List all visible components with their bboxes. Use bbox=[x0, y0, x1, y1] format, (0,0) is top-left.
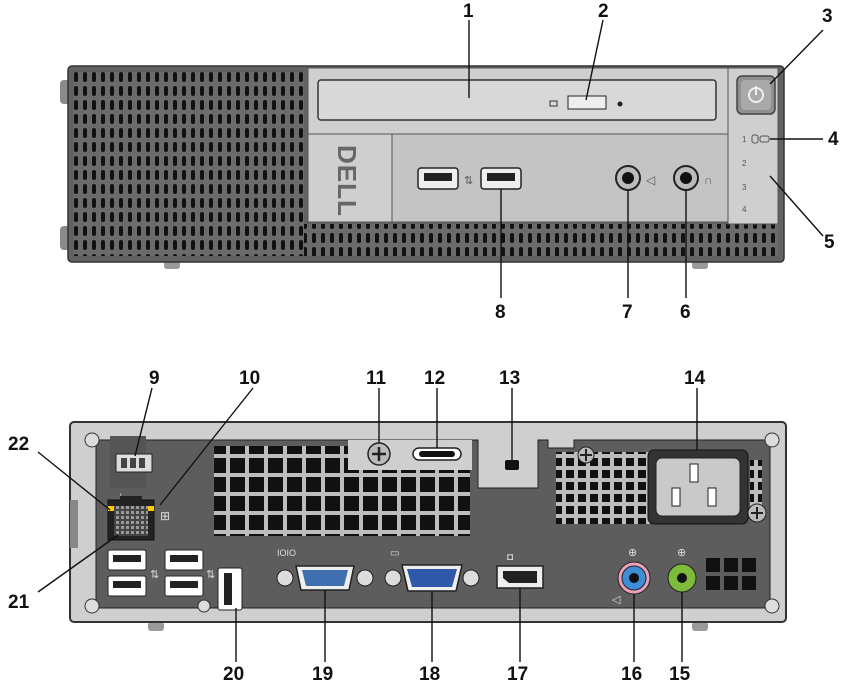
power-button[interactable] bbox=[736, 75, 776, 115]
line-out-connector[interactable] bbox=[667, 563, 697, 593]
callout-17: 17 bbox=[507, 664, 528, 685]
vga-icon: ▭ bbox=[390, 548, 399, 559]
vent-screw bbox=[577, 446, 595, 464]
line-in-microphone-connector[interactable] bbox=[617, 561, 651, 595]
network-activity-light bbox=[148, 506, 154, 511]
headphone-icon: ∩ bbox=[704, 173, 713, 187]
callout-6: 6 bbox=[680, 302, 691, 323]
usb-icon: ⇅ bbox=[464, 175, 473, 187]
back-view: ⊥ ⊞ ⇅ ⇅ IOIO bbox=[69, 421, 787, 631]
microphone-icon: ◁ bbox=[612, 594, 621, 606]
callout-5: 5 bbox=[824, 232, 835, 253]
callout-3: 3 bbox=[822, 6, 833, 27]
callout-20: 20 bbox=[223, 664, 244, 685]
callout-10: 10 bbox=[239, 368, 260, 389]
callout-18: 18 bbox=[419, 664, 440, 685]
front-view: DELL ⇅ ◁ ∩ 1 bbox=[60, 65, 785, 269]
microphone-jack[interactable] bbox=[615, 165, 641, 191]
svg-text:4: 4 bbox=[742, 205, 747, 214]
svg-text:2: 2 bbox=[742, 159, 747, 168]
callout-7: 7 bbox=[622, 302, 633, 323]
callout-14: 14 bbox=[684, 368, 706, 389]
callout-11: 11 bbox=[366, 368, 387, 389]
callout-13: 13 bbox=[499, 368, 520, 389]
callout-15: 15 bbox=[669, 664, 691, 685]
rear-usb-ports[interactable] bbox=[107, 549, 243, 611]
optical-drive-tray bbox=[317, 79, 717, 121]
usb-icon: ⇅ bbox=[206, 569, 215, 581]
cover-release-thumbscrew[interactable] bbox=[367, 442, 391, 466]
callout-9: 9 bbox=[149, 368, 160, 389]
line-out-icon: ⊕ bbox=[677, 547, 686, 559]
callout-22: 22 bbox=[8, 434, 29, 455]
power-connector[interactable] bbox=[647, 449, 749, 525]
wireless-antenna-connector[interactable] bbox=[110, 436, 153, 488]
dell-logo: DELL bbox=[332, 145, 362, 217]
callout-16: 16 bbox=[621, 664, 642, 685]
padlock-ring[interactable] bbox=[412, 447, 462, 461]
callout-4: 4 bbox=[828, 129, 839, 150]
serial-icon: IOIO bbox=[277, 548, 296, 558]
callout-12: 12 bbox=[424, 368, 445, 389]
vga-connector[interactable] bbox=[384, 564, 480, 592]
usb-icon: ⇅ bbox=[150, 569, 159, 581]
callout-8: 8 bbox=[495, 302, 506, 323]
callout-21: 21 bbox=[8, 592, 30, 613]
displayport-connector[interactable] bbox=[496, 565, 544, 589]
callout-19: 19 bbox=[312, 664, 333, 685]
front-usb-port-1[interactable] bbox=[417, 167, 459, 190]
line-in-icon: ⊕ bbox=[628, 547, 637, 559]
network-link-light bbox=[108, 506, 114, 511]
callout-1: 1 bbox=[463, 1, 474, 22]
front-callouts: 1 2 3 4 5 6 7 8 bbox=[463, 1, 839, 323]
serial-connector[interactable] bbox=[276, 565, 374, 591]
svg-text:1: 1 bbox=[742, 135, 747, 144]
security-cable-slot[interactable] bbox=[505, 460, 519, 470]
diagnostic-lights: 2 3 4 bbox=[742, 159, 747, 214]
rear-vent-bottom-right bbox=[706, 558, 756, 590]
callout-2: 2 bbox=[598, 1, 609, 22]
microphone-icon: ◁ bbox=[646, 173, 656, 187]
front-usb-port-2[interactable] bbox=[480, 167, 522, 190]
front-bottom-vent bbox=[304, 224, 778, 256]
svg-text:3: 3 bbox=[742, 183, 747, 192]
power-connector-screw bbox=[747, 503, 767, 523]
headphone-jack[interactable] bbox=[673, 165, 699, 191]
hard-drive-activity-light: 1 bbox=[742, 134, 770, 144]
back-callouts: 9 10 11 12 13 14 15 16 17 18 19 20 21 22 bbox=[8, 368, 706, 685]
displayport-icon: ◘ bbox=[507, 552, 513, 563]
front-left-vent bbox=[74, 72, 304, 256]
network-icon: ⊞ bbox=[160, 509, 170, 523]
network-connector[interactable] bbox=[107, 496, 155, 541]
